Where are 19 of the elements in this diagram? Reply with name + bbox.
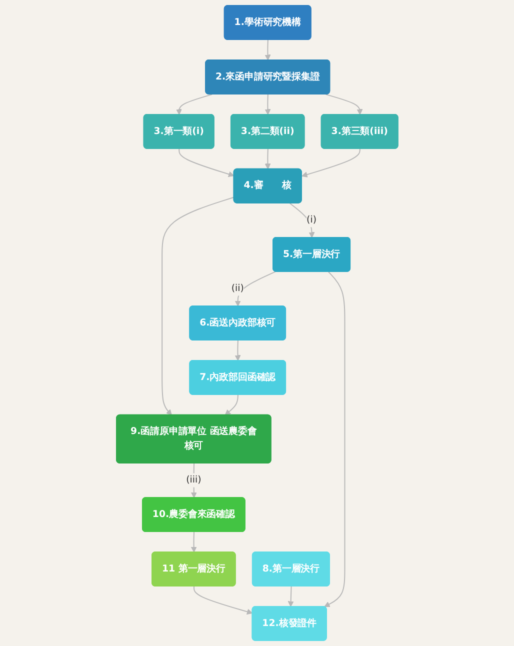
arrow	[193, 586, 252, 615]
arrow	[324, 272, 346, 608]
arrow	[161, 196, 234, 416]
arrow	[234, 340, 241, 361]
arrow	[190, 532, 197, 552]
arrow	[301, 148, 360, 178]
arrow	[264, 94, 271, 115]
arrow	[224, 394, 238, 416]
edge-label: (ii)	[231, 282, 244, 294]
arrow	[234, 271, 276, 306]
arrow	[289, 202, 315, 238]
arrow	[178, 148, 234, 178]
arrow	[288, 586, 294, 607]
arrow	[176, 94, 212, 115]
edge-label: (iii)	[186, 474, 202, 486]
edge-label: (i)	[306, 214, 316, 226]
arrow	[326, 94, 363, 115]
arrow	[264, 40, 271, 60]
arrow	[264, 148, 271, 170]
